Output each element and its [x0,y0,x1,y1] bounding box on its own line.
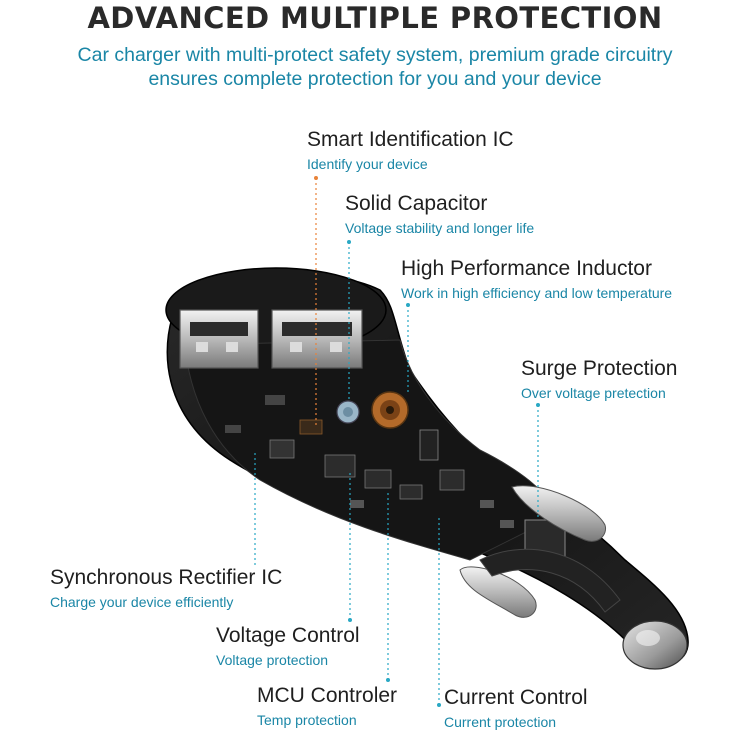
feature-title: MCU Controler [257,684,398,707]
feature-title: Solid Capacitor [345,192,488,215]
feature-smart-identification-ic: Smart Identification IC Identify your de… [307,127,514,173]
usb-port-left [179,309,259,369]
feature-desc: Voltage protection [216,652,329,668]
side-contacts [459,485,621,618]
feature-desc: Current protection [444,714,557,730]
charger-tip [622,620,688,670]
feature-desc: Temp protection [257,712,357,728]
feature-title: Smart Identification IC [307,128,514,151]
feature-title: High Performance Inductor [401,257,652,280]
usb-port-right [271,309,363,369]
feature-high-performance-inductor: High Performance Inductor Work in high e… [401,256,672,302]
feature-desc: Charge your device efficiently [50,594,234,610]
feature-title: Voltage Control [216,624,360,647]
feature-desc: Over voltage pretection [521,385,666,401]
subtitle-line-1: Car charger with multi-protect safety sy… [77,44,673,66]
feature-synchronous-rectifier-ic: Synchronous Rectifier IC Charge your dev… [50,565,282,611]
feature-current-control: Current Control Current protection [444,685,588,731]
feature-mcu-controler: MCU Controler Temp protection [257,683,397,729]
leader-dots [314,176,540,707]
feature-voltage-control: Voltage Control Voltage protection [216,623,360,669]
feature-title: Current Control [444,686,588,709]
feature-solid-capacitor: Solid Capacitor Voltage stability and lo… [345,191,534,237]
feature-surge-protection: Surge Protection Over voltage pretection [521,356,677,402]
leader-lines [254,178,539,705]
feature-desc: Identify your device [307,156,428,172]
feature-title: Surge Protection [521,357,678,380]
feature-title: Synchronous Rectifier IC [50,566,283,589]
page-title: ADVANCED MULTIPLE PROTECTION [87,1,663,35]
feature-desc: Voltage stability and longer life [345,220,535,236]
feature-desc: Work in high efficiency and low temperat… [401,285,673,301]
subtitle-line-2: ensures complete protection for you and … [148,68,602,90]
